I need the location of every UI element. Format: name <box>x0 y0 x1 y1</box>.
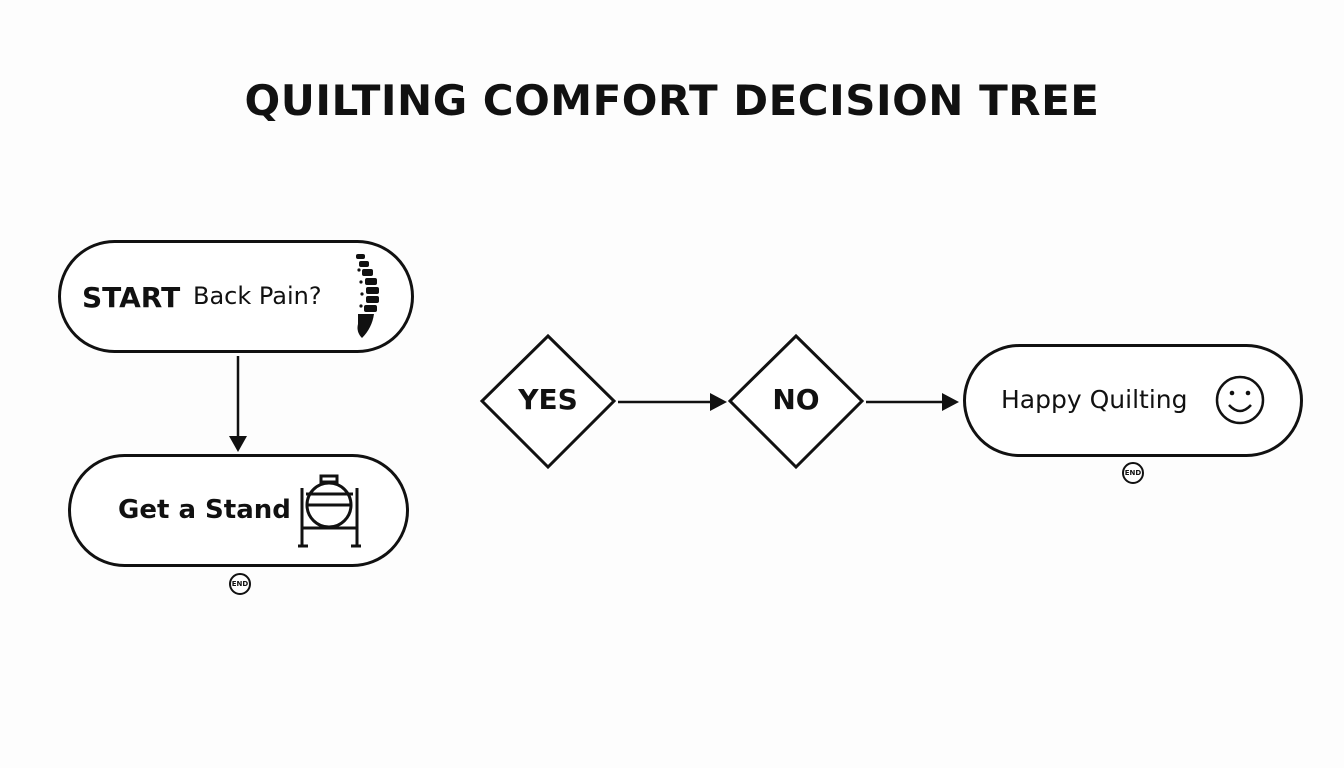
edge-no-to-happy <box>866 393 959 411</box>
happy-quilting-label: Happy Quilting <box>1001 385 1188 414</box>
start-node[interactable] <box>58 240 414 353</box>
get-stand-node[interactable] <box>68 454 409 567</box>
yes-diamond[interactable] <box>479 333 617 470</box>
quilting-stand-icon <box>298 474 361 548</box>
yes-label: YES <box>518 383 578 416</box>
edge-yes-to-no <box>618 393 727 411</box>
edge-start-to-stand <box>229 356 247 452</box>
spine-icon <box>356 254 379 338</box>
end-marker-stand: END <box>229 573 251 595</box>
back-pain-question: Back Pain? <box>193 282 322 310</box>
smiley-icon <box>1215 375 1265 425</box>
get-stand-label: Get a Stand <box>118 495 291 525</box>
happy-quilting-node[interactable] <box>963 344 1303 457</box>
no-diamond[interactable] <box>727 333 865 470</box>
no-label: NO <box>772 383 820 416</box>
start-label: START <box>82 281 181 314</box>
end-marker-happy: END <box>1122 462 1144 484</box>
diagram-title: QUILTING COMFORT DECISION TREE <box>244 76 1100 125</box>
